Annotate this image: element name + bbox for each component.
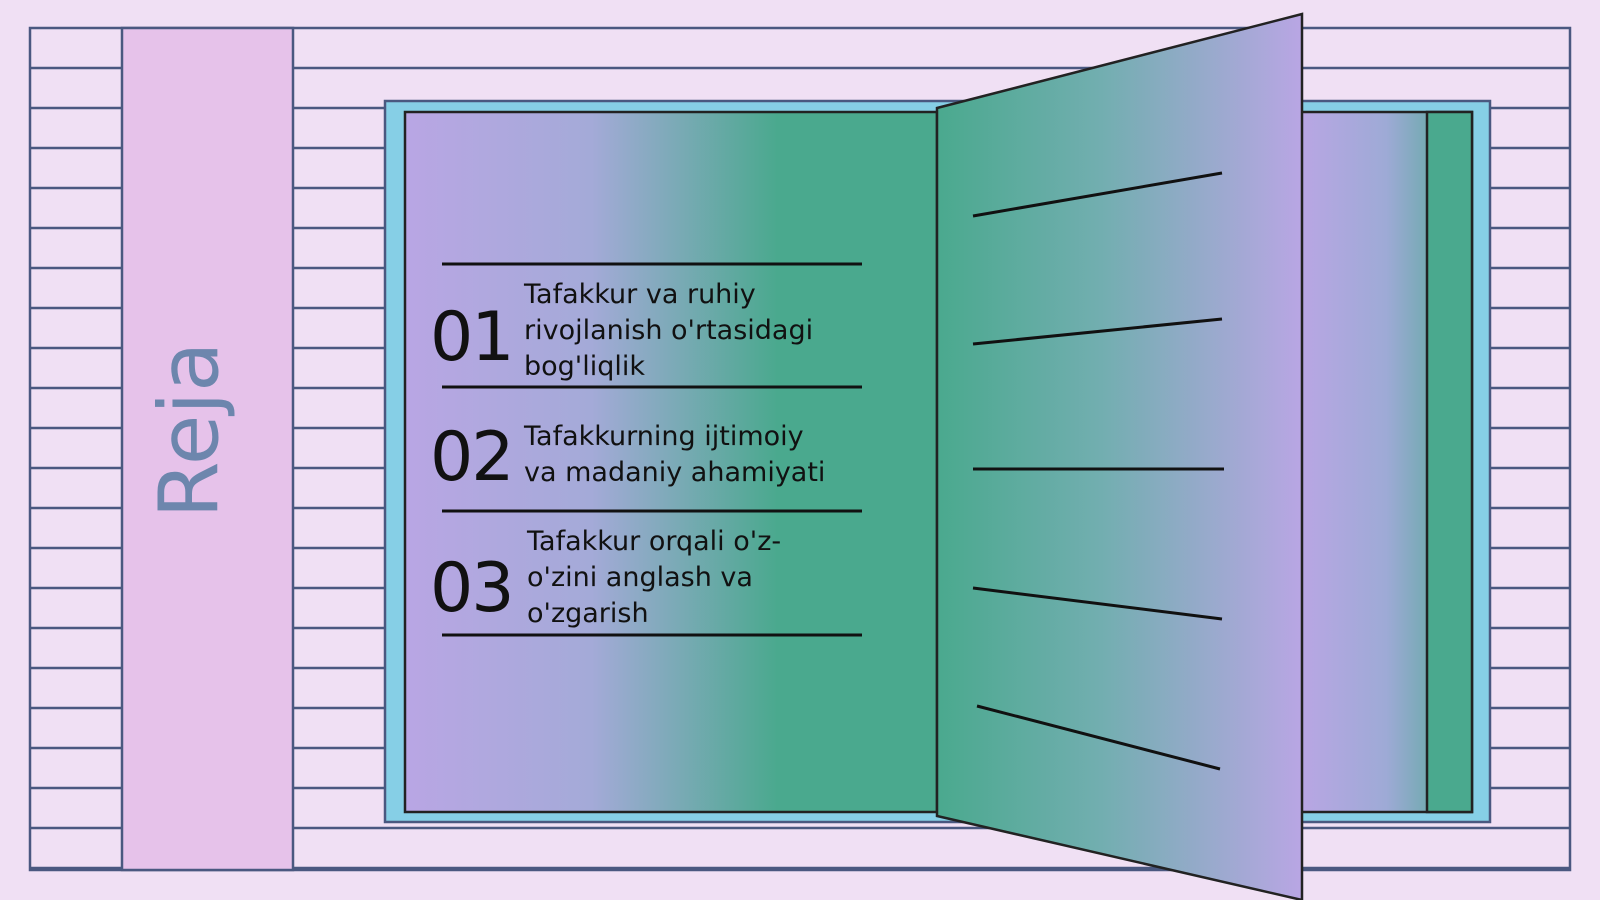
item-text-01: Tafakkur va ruhiy rivojlanish o'rtasidag…: [524, 279, 814, 382]
item-number-03: 03: [430, 549, 515, 628]
item-number-01: 01: [430, 298, 515, 377]
title-sidebar: [120, 26, 295, 872]
book-turning-page: [935, 12, 1304, 900]
item-text-02: Tafakkurning ijtimoiy va madaniy ahamiya…: [524, 421, 826, 488]
turning-page-lines: [972, 171, 1224, 771]
item-dividers: [442, 262, 862, 637]
book-right-edge: [1425, 110, 1474, 814]
slide-title: Reja: [142, 341, 238, 519]
book-left-page: [403, 110, 939, 814]
item-text-03: Tafakkur orqali o'z- o'zini anglash va o…: [527, 526, 782, 629]
item-number-02: 02: [430, 418, 515, 497]
open-book: [383, 12, 1492, 900]
